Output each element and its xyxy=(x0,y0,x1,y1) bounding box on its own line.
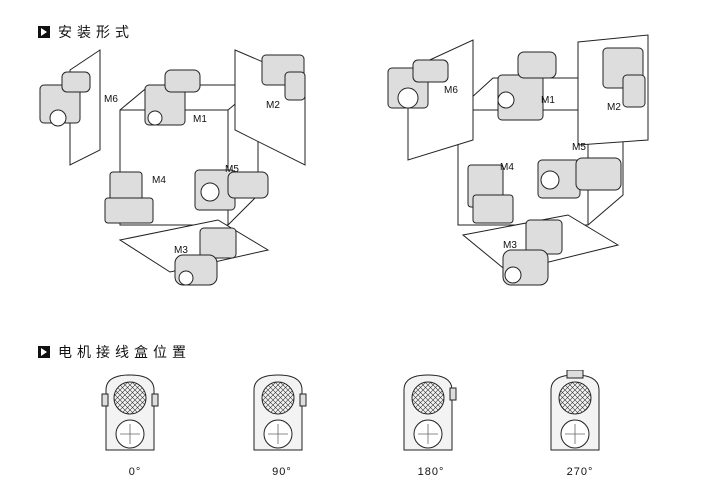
label-m5: M5 xyxy=(572,142,586,153)
label-m4: M4 xyxy=(500,162,514,173)
label-m1: M1 xyxy=(541,95,555,106)
gearmotor-icon xyxy=(387,47,646,286)
gearmotor-icon xyxy=(39,54,306,286)
label-m3: M3 xyxy=(174,245,188,256)
section-title: 安装形式 xyxy=(58,25,134,41)
angle-label-270: 270° xyxy=(566,466,594,478)
section-title: 电机接线盒位置 xyxy=(58,345,191,361)
label-m6: M6 xyxy=(104,94,118,105)
label-m2: M2 xyxy=(266,100,280,111)
label-m2: M2 xyxy=(607,102,621,113)
terminal-box-180-drawing xyxy=(403,374,457,451)
label-m6: M6 xyxy=(444,85,458,96)
arrow-bullet-icon xyxy=(38,26,50,38)
terminal-box-90-drawing xyxy=(253,374,307,451)
section-heading-mounting: 安装形式 xyxy=(38,22,134,42)
angle-label-90: 90° xyxy=(272,466,292,478)
label-m4: M4 xyxy=(152,175,166,186)
arrow-bullet-icon xyxy=(38,346,50,358)
label-m5: M5 xyxy=(225,164,239,175)
label-m3: M3 xyxy=(503,240,517,251)
terminal-box-0-drawing xyxy=(101,374,159,451)
mounting-diagram-right: M6 M1 M2 M4 M5 M3 xyxy=(387,34,649,286)
terminal-box-270-drawing xyxy=(550,370,600,451)
mounting-diagram-left: M6 M1 M2 M4 M5 M3 xyxy=(39,49,306,286)
angle-label-180: 180° xyxy=(417,466,445,478)
label-m1: M1 xyxy=(193,114,207,125)
section-heading-terminal-box: 电机接线盒位置 xyxy=(38,342,191,362)
angle-label-0: 0° xyxy=(128,466,142,478)
